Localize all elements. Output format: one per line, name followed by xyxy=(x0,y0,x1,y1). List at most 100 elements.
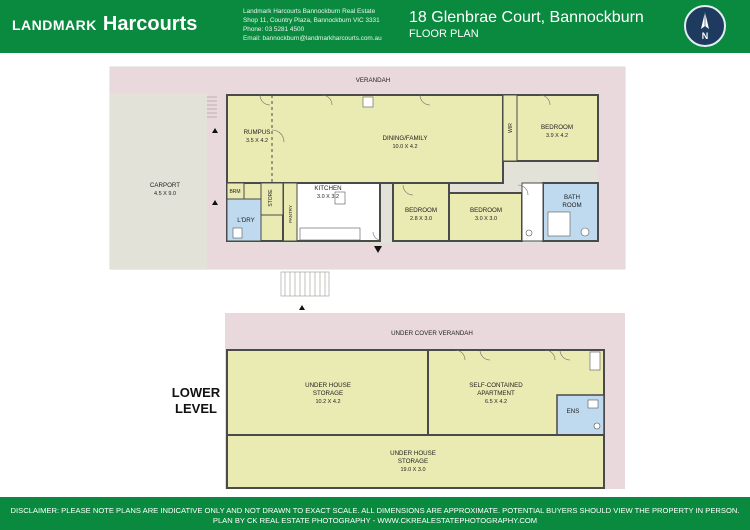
bedroom-two xyxy=(392,182,450,242)
property-heading: 18 Glenbrae Court, Bannockburn FLOOR PLA… xyxy=(409,8,644,41)
door-swing xyxy=(517,184,529,196)
dining-family-room xyxy=(226,94,504,184)
rumpus-label: RUMPUS xyxy=(244,129,271,136)
brand-landmark: LANDMARK xyxy=(12,17,97,33)
bedroom-three-dims: 3.0 X 3.0 xyxy=(475,216,497,222)
stairs-connecting xyxy=(280,271,330,297)
compass-icon: N xyxy=(684,5,726,47)
door-swing xyxy=(559,349,571,361)
compass-north-label: N xyxy=(701,31,709,41)
ensuite-label: ENS xyxy=(567,408,580,415)
lower-fixtures xyxy=(587,351,601,430)
apartment-label-line2: APARTMENT xyxy=(477,390,515,397)
agency-name: Landmark Harcourts Bannockburn Real Esta… xyxy=(243,8,376,15)
carport-area xyxy=(110,93,207,269)
bath-tub-icon xyxy=(547,211,571,237)
verandah-south-area xyxy=(207,243,598,269)
bedroom-three xyxy=(448,192,523,242)
fixtures xyxy=(232,96,590,241)
door-swing xyxy=(402,184,414,196)
property-address: 18 Glenbrae Court, Bannockburn xyxy=(409,9,644,26)
credit-text: PLAN BY CK REAL ESTATE PHOTOGRAPHY - WWW… xyxy=(212,516,538,525)
lower-door-swings xyxy=(454,349,571,361)
basin-icon xyxy=(580,227,590,237)
bench-icon xyxy=(299,227,361,241)
basin-icon xyxy=(587,399,599,409)
storage-two-label-line2: STORAGE xyxy=(398,458,428,465)
door-swing xyxy=(321,94,333,106)
floor-plan-subtitle: FLOOR PLAN xyxy=(409,28,479,40)
stairs-west xyxy=(207,96,217,118)
entry-arrow-icon xyxy=(374,246,382,253)
ldry-label: L'DRY xyxy=(237,217,255,224)
bedroom-main-dims: 3.9 X 4.2 xyxy=(546,133,568,139)
bathroom-label-line1: BATH xyxy=(564,194,580,201)
laundry-tub-icon xyxy=(232,227,243,239)
door-swing xyxy=(259,94,271,106)
apartment-label-line1: SELF-CONTAINED xyxy=(469,382,523,389)
agency-phone: Phone: 03 5281 4500 xyxy=(243,26,305,33)
range-hood-icon xyxy=(362,96,374,108)
agency-address: Shop 11, Country Plaza, Bannockburn VIC … xyxy=(243,17,380,24)
wir-label: WIR xyxy=(508,123,514,133)
apartment-dims: 6.5 X 4.2 xyxy=(485,399,507,405)
entry-arrow-icon xyxy=(212,128,218,133)
footer-bar: DISCLAIMER: PLEASE NOTE PLANS ARE INDICA… xyxy=(0,497,750,530)
toilet-icon xyxy=(593,422,601,430)
under-house-storage-one xyxy=(226,349,429,436)
agency-details: Landmark Harcourts Bannockburn Real Esta… xyxy=(243,7,382,43)
rumpus-dims: 3.5 X 4.2 xyxy=(246,138,268,144)
bathroom-label-line2: ROOM xyxy=(562,202,581,209)
disclaimer-text: DISCLAIMER: PLEASE NOTE PLANS ARE INDICA… xyxy=(10,506,740,515)
bedroom-two-label: BEDROOM xyxy=(405,207,437,214)
storage-one-label-line2: STORAGE xyxy=(313,390,343,397)
under-house-storage-two xyxy=(226,434,605,489)
laundry-room xyxy=(226,198,262,242)
pantry-label: PANTRY xyxy=(288,205,293,223)
entry-arrow-icon xyxy=(299,305,305,310)
entry-arrow-icon xyxy=(212,200,218,205)
door-swing xyxy=(454,349,466,361)
entry-arrows xyxy=(212,128,382,310)
bedroom-two-dims: 2.8 X 3.0 xyxy=(410,216,432,222)
storage-two-dims: 19.0 X 3.0 xyxy=(400,467,425,473)
door-swing xyxy=(372,231,382,241)
hallway xyxy=(521,182,544,242)
door-swing xyxy=(539,94,551,106)
door-swings xyxy=(259,94,551,241)
bedroom-main xyxy=(502,94,599,162)
kitchen-dims: 3.0 X 3.2 xyxy=(317,194,339,200)
dining-dims: 10.0 X 4.2 xyxy=(392,144,417,150)
brm-label: BRM xyxy=(229,189,240,195)
store-label: STORE xyxy=(268,189,274,207)
wir-room xyxy=(502,94,518,162)
lower-level-label-line1: LOWER xyxy=(172,385,221,400)
storage-two-label-line1: UNDER HOUSE xyxy=(390,450,436,457)
carport-dims: 4.5 X 9.0 xyxy=(154,191,176,197)
kitchenette-icon xyxy=(589,351,601,371)
door-swing xyxy=(544,349,556,361)
bedroom-main-label: BEDROOM xyxy=(541,124,573,131)
door-swing xyxy=(479,349,491,361)
compass-needle-icon xyxy=(701,12,709,29)
fridge-icon xyxy=(334,191,346,205)
verandah-label: VERANDAH xyxy=(356,77,390,84)
dining-label: DINING/FAMILY xyxy=(383,135,428,142)
verandah-area xyxy=(110,67,625,93)
carport-label: CARPORT xyxy=(150,182,180,189)
door-swing xyxy=(271,129,285,143)
kitchen-label: KITCHEN xyxy=(314,185,341,192)
bedroom-three-label: BEDROOM xyxy=(470,207,502,214)
header-bar: LANDMARK Harcourts Landmark Harcourts Ban… xyxy=(0,0,750,53)
door-swing xyxy=(419,94,431,106)
verandah-east-area xyxy=(598,67,625,269)
under-cover-verandah-label: UNDER COVER VERANDAH xyxy=(391,330,473,337)
lower-level-label-line2: LEVEL xyxy=(175,401,217,416)
storage-one-dims: 10.2 X 4.2 xyxy=(315,399,340,405)
storage-one-label-line1: UNDER HOUSE xyxy=(305,382,351,389)
brand-harcourts: Harcourts xyxy=(102,13,198,35)
toilet-icon xyxy=(525,229,533,237)
agency-email: Email: bannockburn@landmarkharcourts.com… xyxy=(243,35,382,42)
brand-logo: LANDMARK Harcourts xyxy=(12,13,197,36)
